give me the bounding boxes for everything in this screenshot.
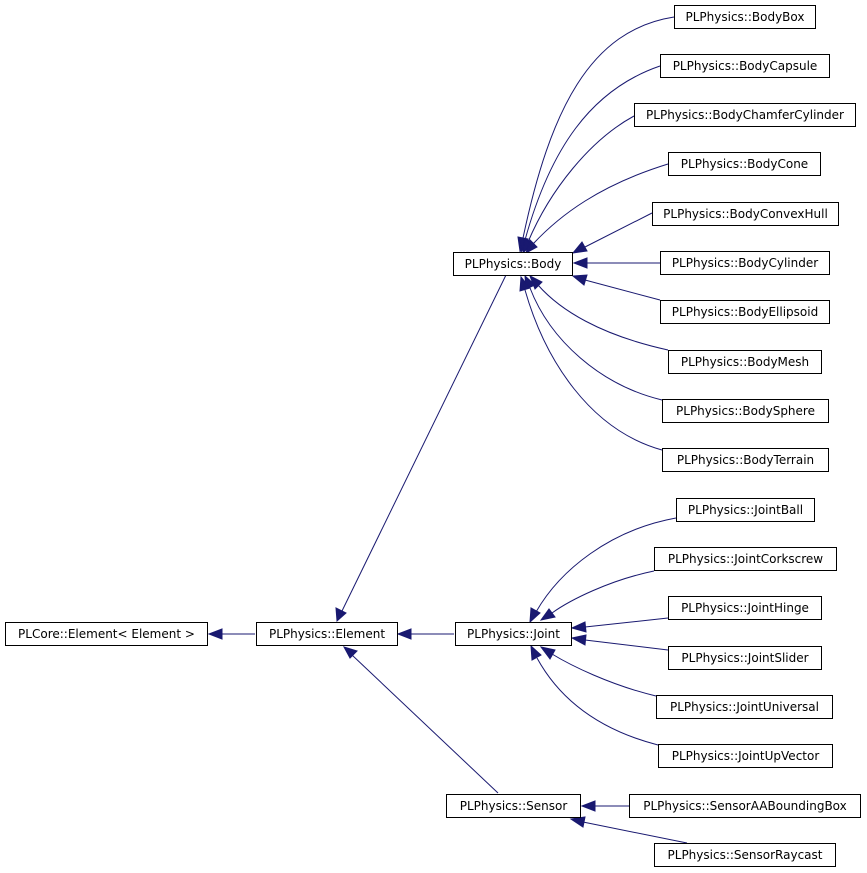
edge-bodymesh-to-body xyxy=(529,274,669,351)
node-label: PLPhysics::BodyCapsule xyxy=(672,59,818,73)
node-plphysics-jointuniversal[interactable]: PLPhysics::JointUniversal xyxy=(656,695,833,719)
node-plphysics-bodycapsule[interactable]: PLPhysics::BodyCapsule xyxy=(660,54,830,78)
node-plphysics-bodycylinder[interactable]: PLPhysics::BodyCylinder xyxy=(660,251,830,275)
node-label: PLPhysics::JointSlider xyxy=(681,651,809,665)
edge-jointcorkscrew-to-joint xyxy=(539,570,655,621)
node-label: PLPhysics::BodyEllipsoid xyxy=(671,305,819,319)
node-plphysics-element[interactable]: PLPhysics::Element xyxy=(256,622,398,646)
node-label: PLPhysics::SensorRaycast xyxy=(667,848,823,862)
edge-sensor-to-element xyxy=(342,646,499,794)
node-plcore-element[interactable]: PLCore::Element< Element > xyxy=(5,622,208,646)
node-plphysics-jointslider[interactable]: PLPhysics::JointSlider xyxy=(668,646,822,670)
node-label: PLPhysics::BodyChamferCylinder xyxy=(646,108,844,122)
node-label: PLPhysics::Body xyxy=(464,257,562,271)
node-label: PLPhysics::JointUpVector xyxy=(671,749,820,763)
edge-sensoraaboundingbox-to-sensor xyxy=(580,800,629,812)
node-plphysics-jointupvector[interactable]: PLPhysics::JointUpVector xyxy=(658,744,833,768)
edge-bodybox-to-body xyxy=(517,16,675,253)
edge-body-to-element xyxy=(335,274,507,623)
node-plphysics-bodymesh[interactable]: PLPhysics::BodyMesh xyxy=(668,350,822,374)
edge-bodycylinder-to-body xyxy=(572,257,660,269)
edge-bodycapsule-to-body xyxy=(519,65,661,254)
edge-joint-to-element xyxy=(396,628,454,640)
edge-bodychamfercylinder-to-body xyxy=(522,115,635,255)
node-plphysics-bodychamfercylinder[interactable]: PLPhysics::BodyChamferCylinder xyxy=(634,103,856,127)
edge-sensorraycast-to-sensor xyxy=(569,816,688,844)
node-plphysics-bodyconvexhull[interactable]: PLPhysics::BodyConvexHull xyxy=(652,202,839,226)
edge-bodyconvexhull-to-body xyxy=(571,212,653,254)
node-label: PLPhysics::JointHinge xyxy=(681,601,809,615)
node-plphysics-jointball[interactable]: PLPhysics::JointBall xyxy=(676,498,815,522)
edge-bodycone-to-body xyxy=(525,163,669,255)
node-label: PLPhysics::JointBall xyxy=(687,503,804,517)
edge-jointhinge-to-joint xyxy=(570,617,669,633)
node-label: PLPhysics::BodyCone xyxy=(680,157,809,171)
node-label: PLPhysics::Element xyxy=(268,627,386,641)
node-plphysics-joint[interactable]: PLPhysics::Joint xyxy=(455,622,572,646)
edge-jointslider-to-joint xyxy=(570,634,669,651)
edge-jointuniversal-to-joint xyxy=(539,646,657,697)
edge-jointball-to-joint xyxy=(529,517,677,624)
node-plphysics-sensor[interactable]: PLPhysics::Sensor xyxy=(446,794,581,818)
node-label: PLPhysics::BodyMesh xyxy=(680,355,810,369)
node-label: PLPhysics::BodyConvexHull xyxy=(663,207,828,221)
edge-jointupvector-to-joint xyxy=(530,644,659,746)
node-label: PLPhysics::JointUniversal xyxy=(670,700,819,714)
node-plphysics-jointcorkscrew[interactable]: PLPhysics::JointCorkscrew xyxy=(654,547,837,571)
node-label: PLPhysics::BodySphere xyxy=(676,404,815,418)
node-label: PLCore::Element< Element > xyxy=(18,627,195,641)
node-label: PLPhysics::BodyTerrain xyxy=(676,453,815,467)
edge-bodyellipsoid-to-body xyxy=(571,274,661,301)
node-label: PLPhysics::BodyCylinder xyxy=(671,256,819,270)
node-plphysics-bodybox[interactable]: PLPhysics::BodyBox xyxy=(674,5,816,29)
node-label: PLPhysics::JointCorkscrew xyxy=(667,552,824,566)
edge-bodyterrain-to-body xyxy=(519,275,663,451)
node-plphysics-jointhinge[interactable]: PLPhysics::JointHinge xyxy=(668,596,822,620)
node-label: PLPhysics::Joint xyxy=(467,627,560,641)
node-plphysics-bodyellipsoid[interactable]: PLPhysics::BodyEllipsoid xyxy=(660,300,830,324)
node-plphysics-bodysphere[interactable]: PLPhysics::BodySphere xyxy=(662,399,829,423)
node-label: PLPhysics::Sensor xyxy=(459,799,568,813)
node-plphysics-sensoraaboundingbox[interactable]: PLPhysics::SensorAABoundingBox xyxy=(629,794,861,818)
edge-element-to-root xyxy=(207,628,255,640)
node-label: PLPhysics::SensorAABoundingBox xyxy=(643,799,847,813)
node-plphysics-body[interactable]: PLPhysics::Body xyxy=(453,252,573,276)
node-label: PLPhysics::BodyBox xyxy=(685,10,805,24)
node-plphysics-sensorraycast[interactable]: PLPhysics::SensorRaycast xyxy=(654,843,836,867)
node-plphysics-bodycone[interactable]: PLPhysics::BodyCone xyxy=(668,152,821,176)
node-plphysics-bodyterrain[interactable]: PLPhysics::BodyTerrain xyxy=(662,448,829,472)
